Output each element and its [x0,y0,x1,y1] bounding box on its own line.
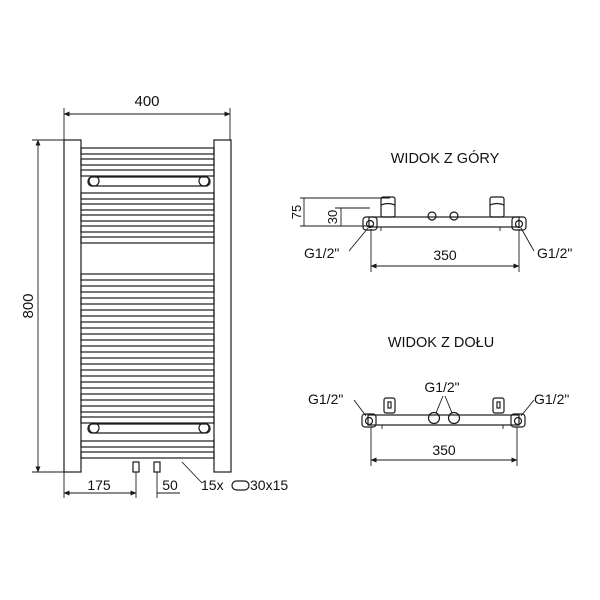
rung-tube [80,273,215,281]
rung-tube [80,381,215,389]
rung-tube [80,236,215,244]
bottom-view: WIDOK Z DOŁU G1/2" G1/2" [308,335,569,466]
front-view: 400 800 175 50 [20,93,288,498]
rung-tube [80,345,215,353]
connector-spacing-label: 50 [162,477,178,493]
rung-tube [80,405,215,413]
bottom-valve-left [427,411,441,425]
left-collector-tube [63,139,82,473]
bottom-bracket-left [383,397,396,414]
top-view: WIDOK Z GÓRY 75 30 [289,150,572,272]
rung-tube [80,357,215,365]
bottom-thread-left-label: G1/2" [308,391,343,407]
bottom-spacing-label: 350 [432,442,456,458]
rung-tube [80,297,215,305]
height-dimension-label: 800 [20,293,37,318]
top-collector-left [362,216,378,231]
rung-tube [80,285,215,293]
connector-right [153,461,161,473]
mount-bracket-bottom [87,422,211,434]
top-bracket-right [489,196,505,218]
bottom-view-title: WIDOK Z DOŁU [388,335,494,351]
top-valve-right [449,211,459,221]
depth-total-label: 75 [289,205,304,219]
rung-tube [80,321,215,329]
rung-tube [80,192,215,200]
tube-spec-leader [181,461,203,484]
rung-tube [80,158,215,166]
top-spacing-label: 350 [433,247,457,263]
bottom-thread-leader-center-right [444,395,453,414]
rung-tube [80,203,215,211]
tube-profile-icon [231,480,250,491]
offset-dimension-label: 175 [87,477,111,493]
rung-tube [80,369,215,377]
depth-inner-label: 30 [325,210,340,224]
connector-left [132,461,140,473]
rung-tube [80,147,215,155]
bottom-collector-left [361,413,377,428]
rung-tube [80,440,215,448]
bottom-collector-right [510,413,526,428]
top-thread-left-label: G1/2" [304,245,339,261]
bottom-thread-leader-right [520,399,535,417]
top-view-body [368,216,520,228]
bottom-view-body [367,414,520,426]
rung-tube [80,225,215,233]
rung-tube [80,451,215,459]
top-thread-leader-right [520,227,535,252]
top-view-title: WIDOK Z GÓRY [391,150,500,167]
top-valve-left [427,211,437,221]
rung-tube [80,416,215,424]
width-dimension-label: 400 [134,93,159,110]
bottom-thread-leader-left [353,399,367,417]
bottom-bracket-right [492,397,505,414]
top-thread-right-label: G1/2" [537,245,572,261]
tube-spec-suffix: 30x15 [250,477,288,493]
horizontal-rungs [80,147,215,459]
bottom-thread-leader-center-left [435,395,444,414]
bottom-thread-center-label: G1/2" [424,379,459,395]
rung-tube [80,309,215,317]
bottom-valve-right [447,411,461,425]
bottom-thread-right-label: G1/2" [534,391,569,407]
rung-tube [80,333,215,341]
rung-tube [80,214,215,222]
tube-spec-prefix: 15x [201,477,224,493]
rung-tube [80,169,215,177]
rung-tube [80,393,215,401]
right-collector-tube [213,139,232,473]
mount-bracket-top [87,175,211,187]
top-bracket-left [380,196,396,218]
top-thread-leader-left [348,227,369,252]
